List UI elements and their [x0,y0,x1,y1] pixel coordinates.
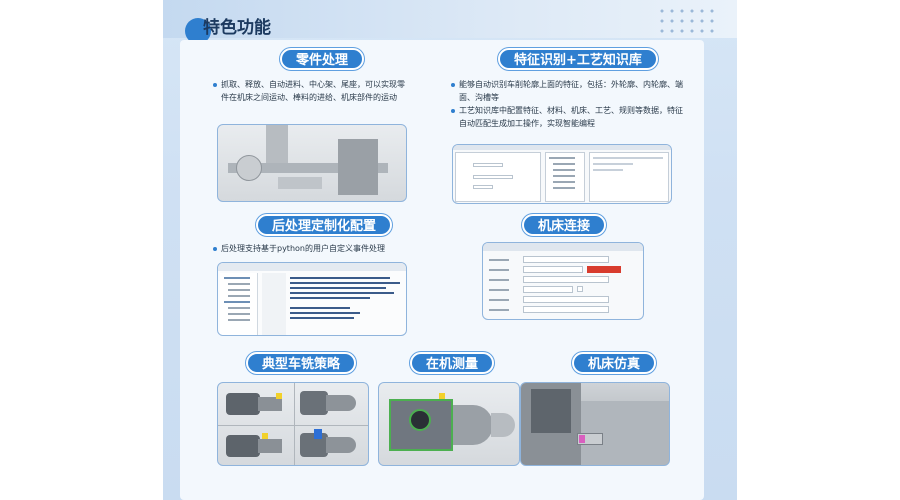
parts-screenshot [217,124,407,202]
parts-bullets: 抓取、释放、自动进料、中心架、尾座，可以实现零件在机床之间运动、棒料的进给、机床… [212,78,412,104]
brochure-page: 特色功能 零件处理 抓取、释放、自动进料、中心架、尾座，可以实现零件在机床之间运… [163,0,737,500]
dot-pattern-decoration [657,6,717,34]
feature-screenshot [452,144,672,204]
header-strip [163,0,737,38]
parts-bullet: 抓取、释放、自动进料、中心架、尾座，可以实现零件在机床之间运动、棒料的进给、机床… [212,78,412,104]
content-panel: 零件处理 抓取、释放、自动进料、中心架、尾座，可以实现零件在机床之间运动、棒料的… [180,40,704,500]
feature-bullets: 能够自动识别车削轮廓上面的特征，包括：外轮廓、内轮廓、端面、沟槽等 工艺知识库中… [450,78,686,130]
feature-title: 特征识别+工艺知识库 [498,48,658,70]
feature-bullet-1: 能够自动识别车削轮廓上面的特征，包括：外轮廓、内轮廓、端面、沟槽等 [450,78,686,104]
turning-screenshot [217,382,369,466]
simulation-screenshot [520,382,670,466]
feature-bullet-2: 工艺知识库中配置特征、材料、机床、工艺、规则等数据，特征自动匹配生成加工操作，实… [450,104,686,130]
probing-title: 在机测量 [410,352,495,374]
post-screenshot [217,262,407,336]
section-title: 特色功能 [203,18,271,38]
probing-screenshot [378,382,520,466]
header-circle-decoration [185,18,211,44]
parts-title: 零件处理 [280,48,365,70]
post-title: 后处理定制化配置 [256,214,393,236]
post-bullet: 后处理支持基于python的用户自定义事件处理 [212,242,432,255]
machine-connection-title: 机床连接 [522,214,607,236]
simulation-title: 机床仿真 [572,352,657,374]
machine-connection-screenshot [482,242,644,320]
post-bullets: 后处理支持基于python的用户自定义事件处理 [212,242,432,255]
turning-title: 典型车铣策略 [246,352,357,374]
